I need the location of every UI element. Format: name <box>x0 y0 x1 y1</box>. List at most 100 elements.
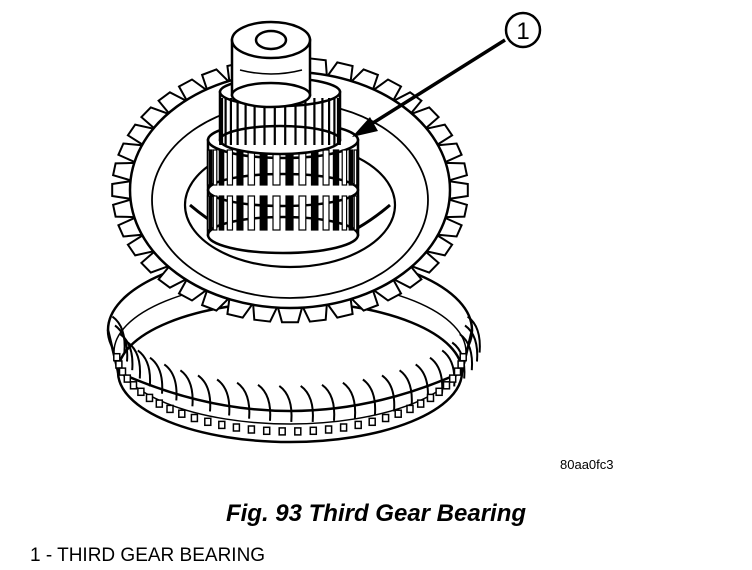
output-shaft <box>230 20 312 109</box>
synchro-tooth <box>324 425 333 434</box>
synchro-tooth <box>166 404 174 414</box>
needle-roller <box>226 149 234 186</box>
synchro-tooth <box>368 417 376 427</box>
needle-roller <box>356 149 360 186</box>
needle-roller <box>272 149 281 186</box>
image-code: 80aa0fc3 <box>560 457 614 472</box>
helical-tooth <box>111 315 126 353</box>
gear-tooth <box>448 180 469 200</box>
needle-roller <box>285 149 294 186</box>
synchro-tooth <box>262 426 271 436</box>
synchro-tooth <box>442 381 451 390</box>
needle-roller <box>322 195 330 231</box>
bearing-rollers <box>206 149 360 231</box>
helical-tooth <box>163 363 178 401</box>
needle-roller <box>348 195 354 231</box>
synchro-tooth <box>339 423 348 432</box>
needle-roller <box>247 195 256 231</box>
synchro-tooth <box>309 426 318 436</box>
helical-tooth <box>137 349 152 387</box>
needle-roller <box>272 195 281 231</box>
synchro-tooth <box>406 404 414 414</box>
synchro-tooth <box>113 352 121 362</box>
synchro-tooth <box>453 367 462 376</box>
helical-tooth <box>236 381 251 419</box>
needle-roller <box>341 195 348 231</box>
helical-tooth <box>149 356 164 394</box>
needle-roller <box>236 149 244 186</box>
synchro-tooth <box>448 374 457 383</box>
synchro-tooth <box>435 387 443 397</box>
callout-circle <box>504 11 542 49</box>
needle-roller <box>212 195 218 231</box>
helical-tooth <box>466 315 481 353</box>
helical-tooth <box>381 374 396 412</box>
needle-roller <box>259 195 268 231</box>
synchro-tooth <box>118 367 127 376</box>
synchro-tooth <box>459 352 467 362</box>
needle-roller <box>226 195 234 231</box>
synchro-tooth <box>426 393 435 403</box>
synchro-tooth <box>457 360 465 369</box>
needle-roller <box>285 195 294 231</box>
needle-roller <box>218 195 225 231</box>
helical-tooth <box>464 324 479 362</box>
needle-roller <box>208 195 213 231</box>
helical-tooth <box>398 369 413 407</box>
synchro-tooth <box>381 413 390 423</box>
figure-caption: Fig. 93 Third Gear Bearing <box>225 500 527 527</box>
needle-roller <box>348 149 354 186</box>
needle-roller <box>259 149 268 186</box>
synchro-tooth <box>218 420 226 430</box>
synchro-tooth <box>178 409 186 418</box>
needle-roller <box>298 195 307 231</box>
synchro-tooth <box>155 399 164 408</box>
helical-tooth <box>278 385 293 422</box>
synchro-tooth <box>123 374 132 383</box>
callout-number: 1 <box>516 18 529 45</box>
gear-tooth <box>111 180 132 200</box>
needle-roller <box>247 149 256 186</box>
needle-roller <box>310 149 319 186</box>
legend-item-1: 1 - THIRD GEAR BEARING <box>30 545 266 566</box>
lower-gear-teeth <box>111 315 481 436</box>
helical-tooth <box>342 381 357 419</box>
synchro-tooth <box>145 393 154 403</box>
helical-tooth <box>300 385 314 422</box>
needle-roller <box>332 149 340 186</box>
synchro-tooth <box>354 420 362 430</box>
callout-arrowhead <box>352 117 378 137</box>
synchro-tooth <box>294 427 302 436</box>
needle-roller <box>310 195 319 231</box>
helical-tooth <box>321 383 336 421</box>
helical-tooth <box>459 333 474 371</box>
helical-tooth <box>216 378 231 416</box>
needle-roller <box>298 149 307 186</box>
needle-roller <box>341 149 348 186</box>
gear-tooth <box>276 306 304 324</box>
synchro-tooth <box>204 417 212 427</box>
helical-tooth <box>127 341 142 379</box>
callout-1: 1 <box>352 11 542 137</box>
needle-roller <box>218 149 225 186</box>
helical-tooth <box>257 383 272 421</box>
synchro-tooth <box>232 423 241 432</box>
synchro-tooth <box>129 381 138 390</box>
synchro-tooth <box>416 399 425 408</box>
callout-leader-line <box>364 38 506 130</box>
helical-tooth <box>362 378 377 416</box>
needle-roller <box>212 149 218 186</box>
needle-roller <box>322 149 330 186</box>
hub-splines <box>219 98 341 145</box>
synchro-tooth <box>190 413 199 423</box>
helical-tooth <box>179 369 194 407</box>
synchro-tooth <box>247 425 256 434</box>
needle-roller <box>208 149 213 186</box>
needle-roller <box>236 195 244 231</box>
helical-tooth <box>197 374 212 412</box>
needle-roller <box>356 195 360 231</box>
helical-tooth <box>119 333 134 371</box>
needle-roller <box>332 195 340 231</box>
third-gear-teeth <box>111 56 469 324</box>
